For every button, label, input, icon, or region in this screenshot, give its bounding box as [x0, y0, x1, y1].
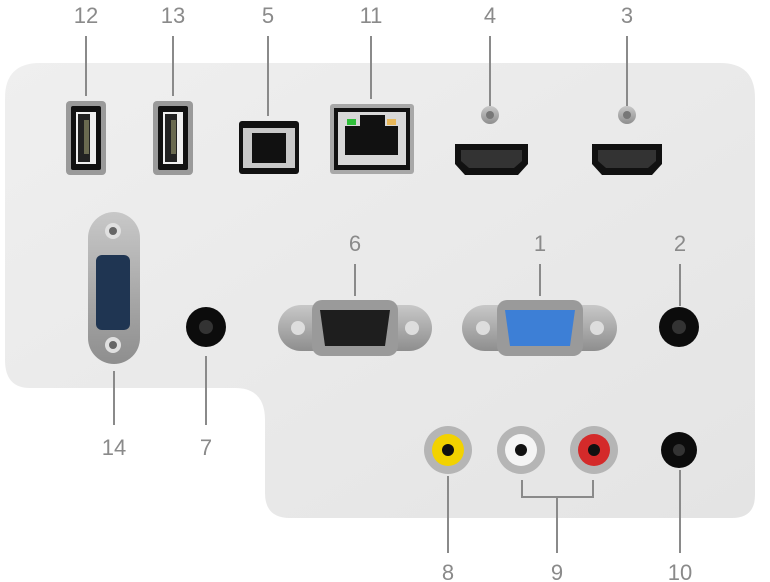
lan-led-green: [347, 119, 356, 125]
label-audio-jack-10: 10: [668, 560, 692, 582]
label-usb-a-12: 12: [74, 3, 98, 28]
label-lan: 11: [360, 3, 383, 28]
lan-port: [330, 104, 414, 174]
rca-video-port: [424, 426, 472, 474]
lan-led-amber: [387, 119, 396, 125]
audio-jack-10: [661, 432, 697, 468]
label-audio-jack-7: 7: [200, 435, 212, 460]
rca-audio-left-port: [497, 426, 545, 474]
label-usb-b: 5: [262, 3, 274, 28]
audio-jack-7: [186, 307, 226, 347]
hdmi-port-3: [592, 106, 662, 175]
label-hdmi-4: 4: [484, 3, 496, 28]
label-vga-in: 1: [534, 231, 546, 256]
leader-lines: [85, 36, 681, 553]
vga-in-port: [462, 300, 617, 356]
usb-a-port-12: [66, 101, 106, 175]
rca-audio-right-port: [570, 426, 618, 474]
usb-a-port-13: [153, 101, 193, 175]
audio-jack-2: [659, 307, 699, 347]
panel: [5, 63, 755, 518]
usb-b-port: [239, 121, 299, 174]
label-usb-a-13: 13: [161, 3, 185, 28]
label-serial: 14: [102, 435, 126, 460]
serial-port: [88, 212, 140, 364]
label-rca-audio: 9: [551, 560, 563, 582]
vga-out-port: [278, 300, 432, 356]
label-vga-out: 6: [349, 231, 361, 256]
label-hdmi-3: 3: [621, 3, 633, 28]
hdmi-port-4: [455, 106, 528, 175]
label-rca-video: 8: [442, 560, 454, 582]
label-audio-jack-2: 2: [674, 231, 686, 256]
